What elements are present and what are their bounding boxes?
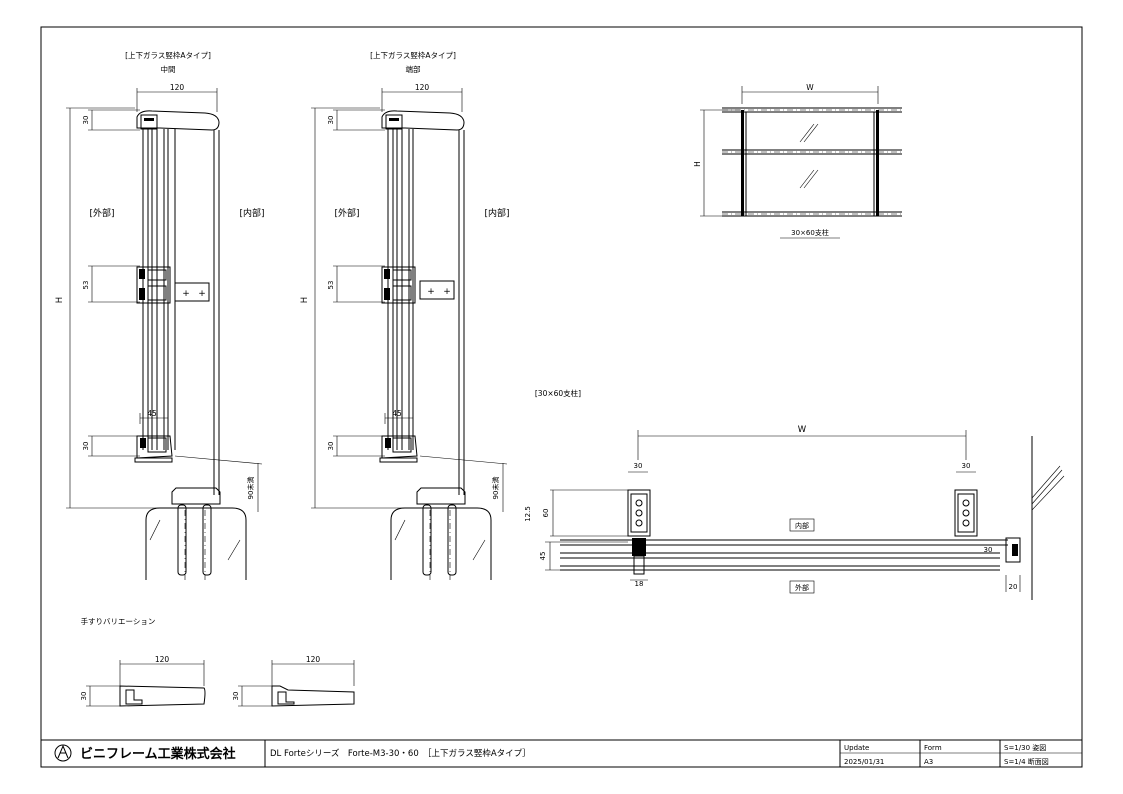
company-name: ビニフレーム工業株式会社 — [80, 746, 236, 762]
handrail-title: 手すりバリエーション — [81, 616, 156, 626]
middle-title: [上下ガラス竪枠Aタイプ] — [125, 50, 211, 60]
drawing-title: DL Forteシリーズ Forte-M3-30・60 ［上下ガラス竪枠Aタイプ… — [270, 748, 531, 759]
middle-dim-120: 120 — [170, 83, 185, 92]
end-label-in: [内部] — [484, 207, 509, 219]
plan-dim-12-5: 12.5 — [524, 506, 532, 522]
scale-line-1: S=1/30 姿図 — [1004, 743, 1046, 752]
plan-dim-20: 20 — [1009, 583, 1018, 591]
end-dim-30-top: 30 — [327, 116, 335, 125]
middle-dim-h: H — [55, 297, 65, 303]
form-value: A3 — [924, 758, 933, 766]
elevation-view: W H 30×60支柱 — [693, 83, 902, 239]
plan-dim-w: W — [798, 425, 807, 435]
end-dim-53: 53 — [327, 281, 335, 290]
end-label-out: [外部] — [334, 207, 359, 219]
svg-text:+: + — [443, 287, 451, 297]
elevation-caption: 30×60支柱 — [791, 228, 829, 237]
handrail-a-dim-30: 30 — [80, 692, 88, 701]
plan-dim-30-side: 30 — [984, 546, 993, 554]
svg-text:+: + — [427, 287, 435, 297]
sheet-border — [40, 26, 1083, 768]
plan-view: [30×60支柱] W 30 30 60 12.5 45 — [524, 388, 1065, 600]
plan-dim-60: 60 — [542, 509, 550, 518]
plan-label-out: 外部 — [795, 583, 809, 592]
handrail-a-dim-120: 120 — [155, 655, 170, 664]
middle-subtitle: 中間 — [161, 64, 176, 74]
plan-dim-30-right: 30 — [962, 462, 971, 470]
middle-dim-45: 45 — [147, 409, 157, 418]
handrail-b-dim-120: 120 — [306, 655, 321, 664]
end-dim-120: 120 — [415, 83, 430, 92]
plan-dim-30-left: 30 — [634, 462, 643, 470]
scale-line-2: S=1/4 断面図 — [1004, 757, 1049, 766]
end-dim-h: H — [300, 297, 310, 303]
elevation-dim-w: W — [806, 83, 814, 92]
middle-label-in: [内部] — [239, 207, 264, 219]
plan-label-in: 内部 — [795, 521, 809, 530]
end-dim-45: 45 — [392, 409, 402, 418]
middle-dim-30-bot: 30 — [82, 442, 90, 451]
end-dim-30-bot: 30 — [327, 442, 335, 451]
plan-dim-18: 18 — [635, 580, 644, 588]
update-value: 2025/01/31 — [844, 758, 884, 766]
update-label: Update — [844, 744, 869, 752]
handrail-b-dim-30: 30 — [232, 692, 240, 701]
middle-dim-30-top: 30 — [82, 116, 90, 125]
title-block: ビニフレーム工業株式会社 DL Forteシリーズ Forte-M3-30・60… — [41, 739, 1082, 767]
end-subtitle: 端部 — [406, 64, 421, 74]
plan-title: [30×60支柱] — [535, 388, 581, 398]
middle-dim-90: 90未満 — [246, 477, 255, 500]
elevation-dim-h: H — [693, 161, 702, 167]
svg-text:+: + — [182, 289, 190, 299]
end-title: [上下ガラス竪枠Aタイプ] — [370, 50, 456, 60]
handrail-variations: 手すりバリエーション 120 30 120 30 — [80, 616, 355, 707]
svg-text:+: + — [198, 289, 206, 299]
form-label: Form — [924, 744, 942, 752]
middle-dim-53: 53 — [82, 281, 90, 290]
section-view-end: [上下ガラス竪枠Aタイプ] 端部 120 H 30 [外部] [内部] 53 — [300, 50, 510, 580]
middle-label-out: [外部] — [89, 207, 114, 219]
plan-dim-45: 45 — [539, 552, 547, 561]
end-dim-90: 90未満 — [491, 477, 500, 500]
section-view-middle: [上下ガラス竪枠Aタイプ] 中間 120 H 30 [外部] [内部] — [55, 50, 265, 580]
